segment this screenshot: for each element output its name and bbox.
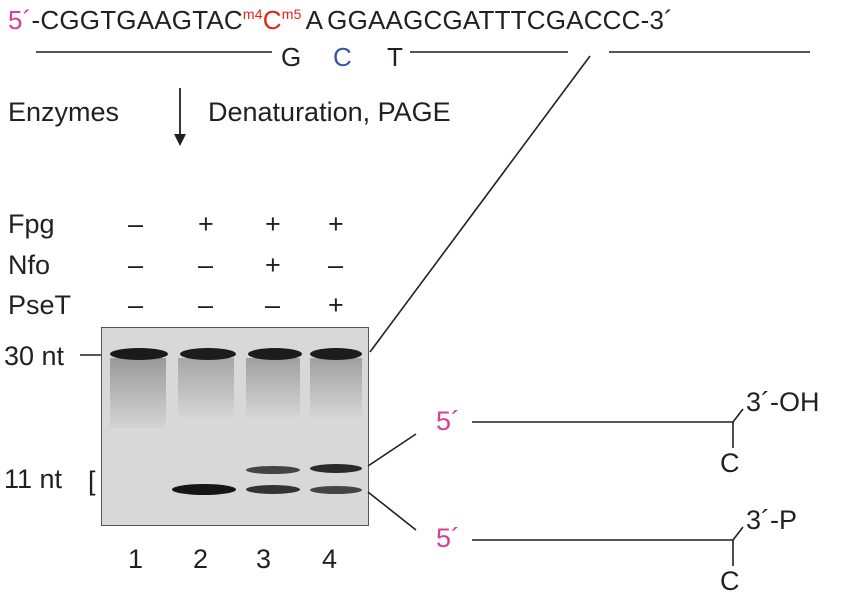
cond-nfo-lane2: – bbox=[198, 250, 214, 280]
lane-zoom-line bbox=[369, 55, 591, 353]
lane-4-band-11nt-lower bbox=[310, 486, 362, 494]
m4-label: m4 bbox=[242, 6, 263, 22]
lane-3-band-11nt-lower bbox=[246, 485, 300, 494]
condition-name-nfo: Nfo bbox=[8, 250, 51, 280]
product-bottom-base: C bbox=[720, 566, 740, 596]
lane-4-band-30nt bbox=[310, 348, 362, 360]
lane-2-band-11nt-lower bbox=[172, 484, 236, 495]
lane-2-band-30nt bbox=[180, 348, 236, 360]
marker-11nt: 11 nt bbox=[4, 464, 63, 494]
sequence-left: -CGGTGAAGTAC bbox=[31, 5, 243, 35]
cond-nfo-lane4: – bbox=[328, 250, 344, 280]
cond-fpg-lane3: + bbox=[265, 209, 281, 239]
marker-11nt-bracket: [ bbox=[88, 466, 96, 496]
sequence-a: A bbox=[305, 5, 324, 35]
product-bottom-terminal bbox=[732, 526, 744, 541]
lane-1-band-30nt bbox=[110, 348, 168, 360]
lane-number-3: 3 bbox=[256, 544, 272, 574]
product-top-five-prime: 5´ bbox=[436, 406, 461, 436]
marker-30nt: 30 nt bbox=[4, 341, 65, 371]
lane-number-2: 2 bbox=[193, 544, 209, 574]
cond-nfo-lane3: + bbox=[265, 250, 281, 280]
condition-name-pset: PseT bbox=[8, 290, 72, 320]
product-top-terminal bbox=[732, 408, 744, 423]
lane-4-band-11nt-upper bbox=[310, 464, 362, 473]
condition-name-fpg: Fpg bbox=[8, 209, 55, 239]
denaturation-label: Denaturation, PAGE bbox=[208, 97, 451, 127]
lane-1-smear bbox=[110, 358, 166, 428]
product-top-base: C bbox=[720, 448, 740, 478]
lane-number-4: 4 bbox=[322, 544, 338, 574]
five-prime-label: 5´ bbox=[8, 5, 32, 35]
product-bottom-three-prime: 3´-P bbox=[746, 505, 798, 535]
product-top-three-prime: 3´-OH bbox=[746, 387, 820, 417]
down-arrow-icon bbox=[174, 88, 186, 146]
modified-c: C bbox=[262, 5, 282, 35]
complement-t: T bbox=[387, 42, 404, 72]
complement-c: C bbox=[333, 42, 352, 72]
cond-pset-lane4: + bbox=[328, 290, 344, 320]
lane-2-smear bbox=[178, 358, 234, 418]
lane-4-smear bbox=[310, 358, 362, 418]
gel-image bbox=[101, 327, 369, 526]
lane-number-1: 1 bbox=[128, 544, 144, 574]
lane-3-band-30nt bbox=[248, 348, 302, 360]
product-top-connector bbox=[367, 433, 417, 467]
cond-fpg-lane1: – bbox=[128, 209, 144, 239]
cond-pset-lane1: – bbox=[128, 290, 144, 320]
cond-pset-lane3: – bbox=[265, 290, 281, 320]
product-bottom-five-prime: 5´ bbox=[436, 523, 461, 553]
product-bottom-connector bbox=[367, 491, 417, 531]
cond-fpg-lane2: + bbox=[198, 209, 214, 239]
lane-3-band-11nt-upper bbox=[246, 466, 300, 474]
cond-pset-lane2: – bbox=[198, 290, 214, 320]
sequence-right: GGAAGCGATTTCGACCC-3´ bbox=[327, 5, 674, 35]
enzymes-label: Enzymes bbox=[8, 97, 120, 127]
cond-nfo-lane1: – bbox=[128, 250, 144, 280]
cond-fpg-lane4: + bbox=[328, 209, 344, 239]
m5-label: m5 bbox=[281, 6, 302, 22]
lane-3-smear bbox=[246, 358, 300, 418]
complement-g: G bbox=[281, 42, 302, 72]
